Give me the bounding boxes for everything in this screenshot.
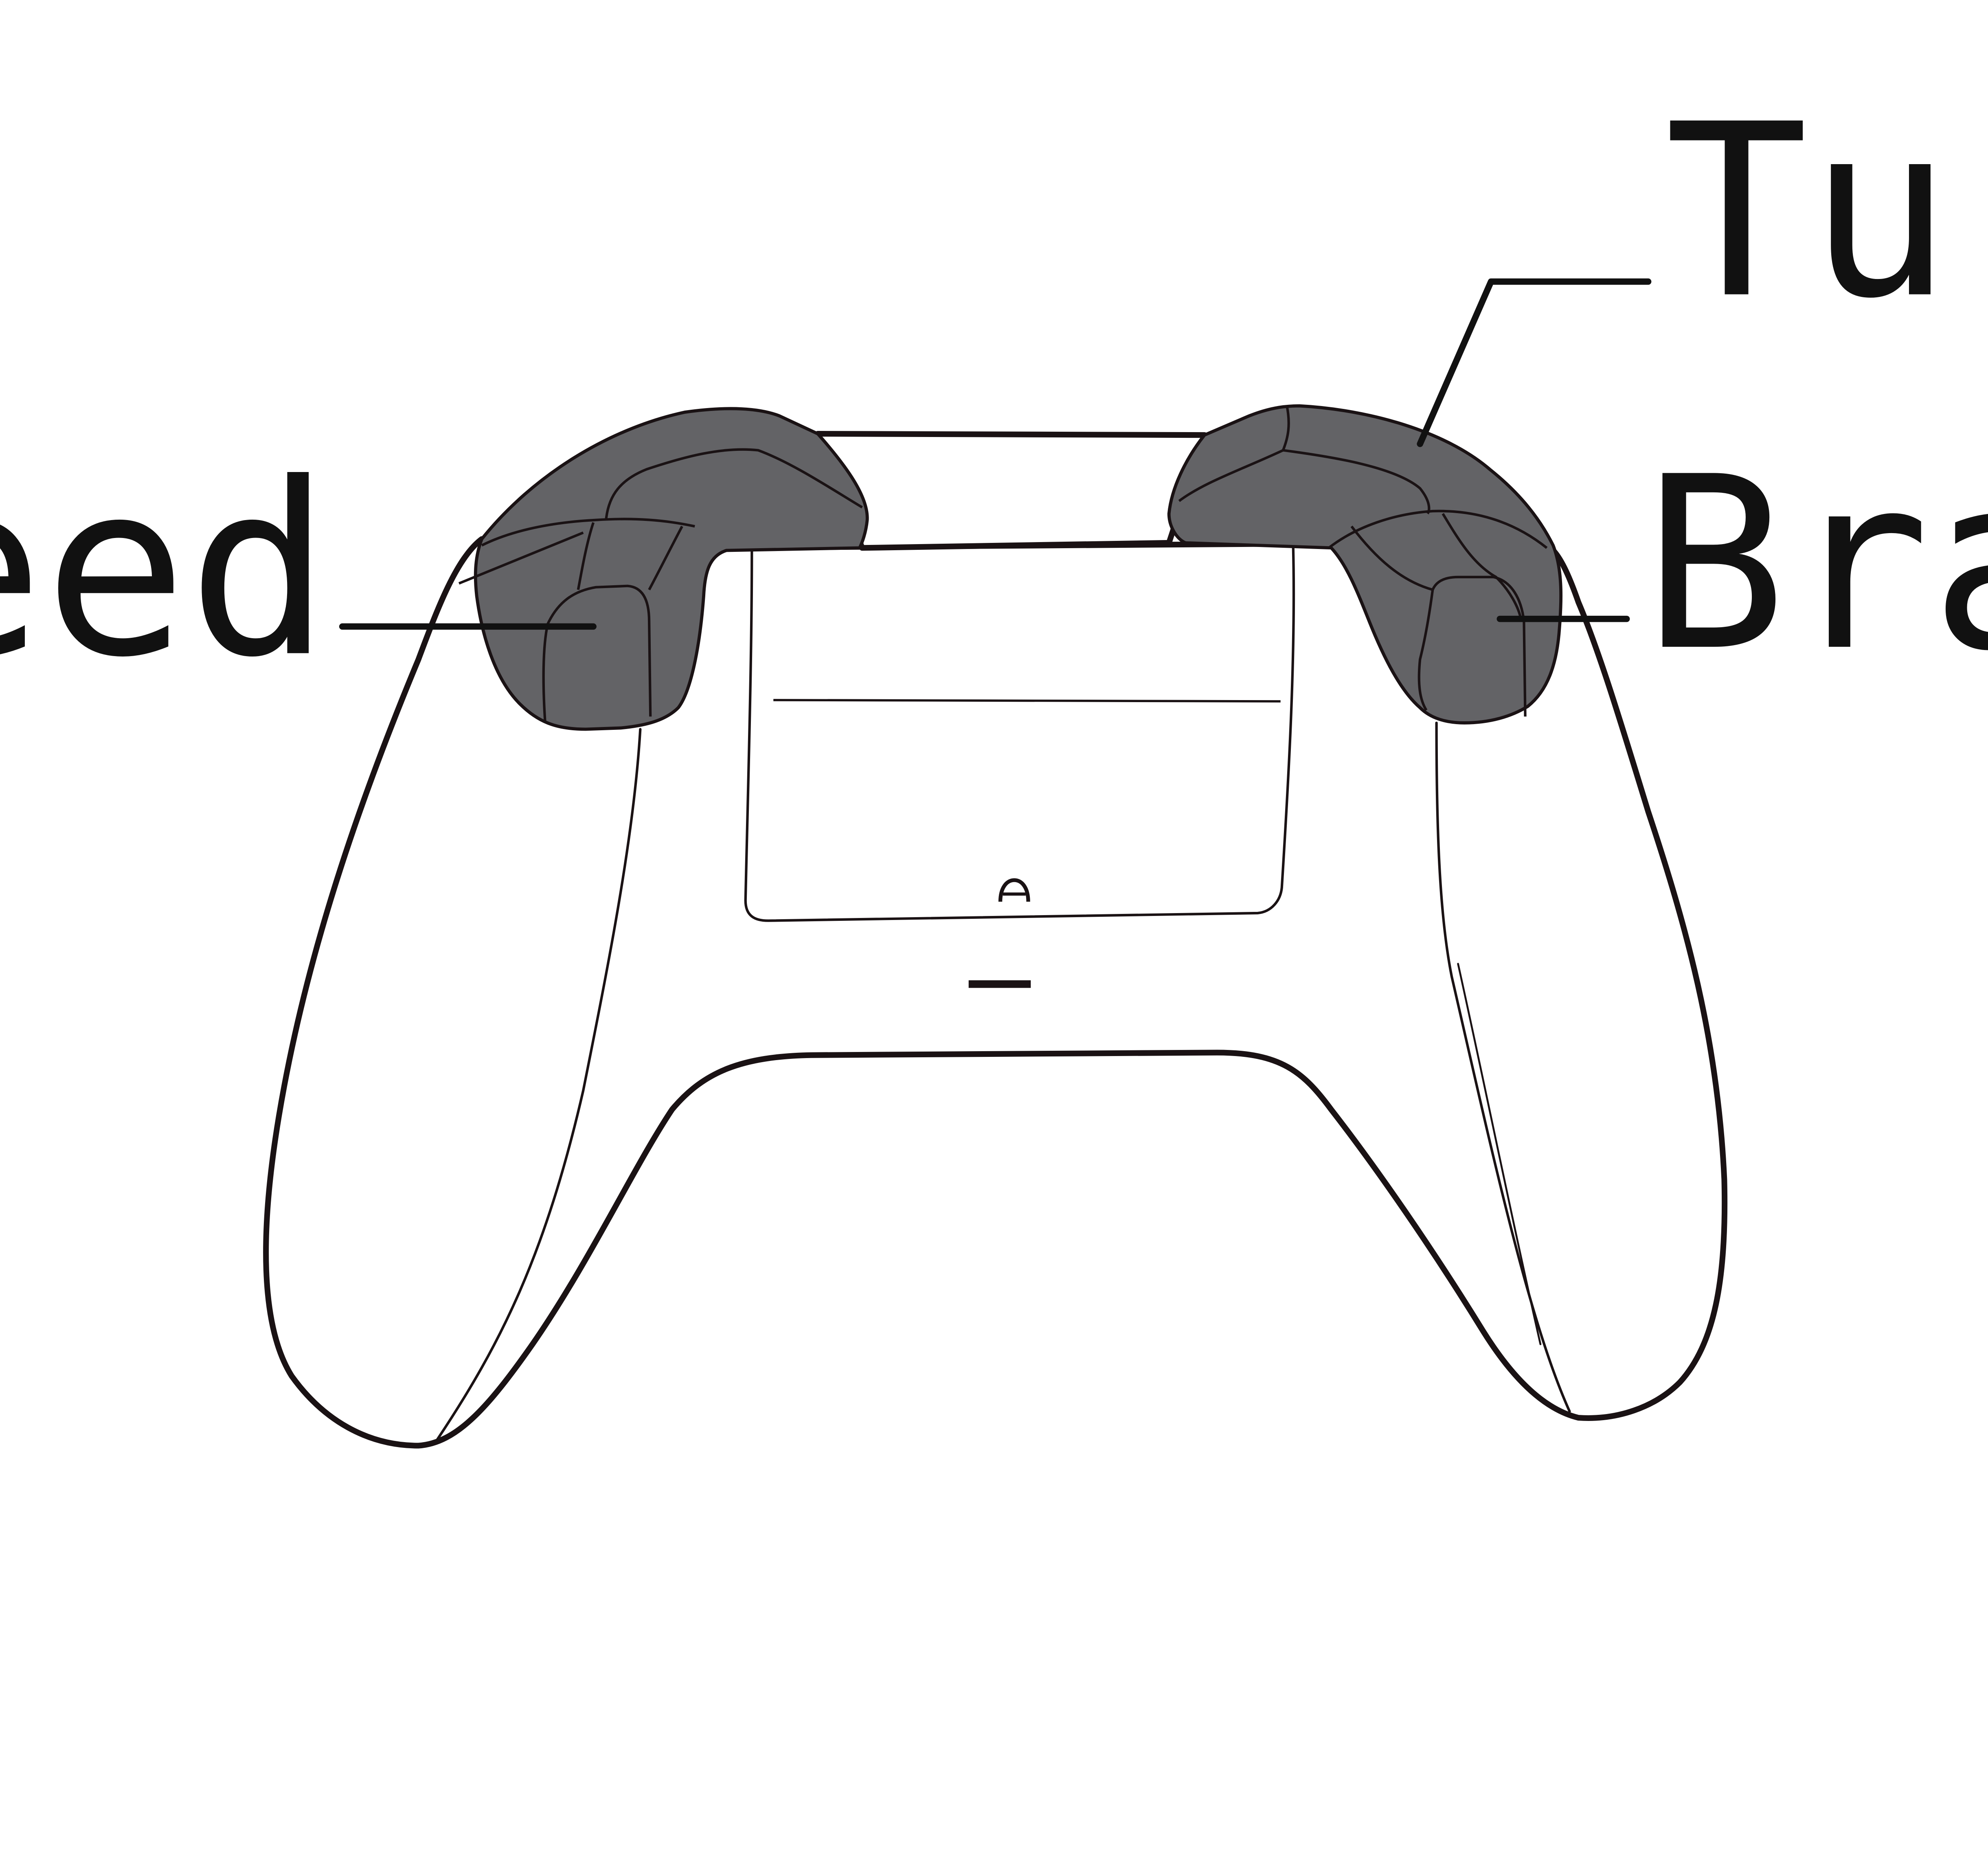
turbo-callout: Turbo: [1417, 74, 1988, 447]
right-trigger-brakes[interactable]: [1167, 404, 1563, 725]
speed-callout: Speed: [0, 433, 597, 710]
left-trigger-speed[interactable]: [458, 407, 869, 731]
turbo-leader-line: [1417, 278, 1652, 447]
speed-label: Speed: [0, 433, 331, 710]
brakes-callout: Brakes: [1496, 426, 1988, 703]
battery-door-icon: [744, 548, 1295, 922]
brakes-label: Brakes: [1643, 426, 1988, 703]
gamepad-body-icon: [263, 431, 1728, 1449]
sync-button-icon[interactable]: [968, 980, 1031, 988]
turbo-label: Turbo: [1665, 74, 1988, 351]
battery-latch-icon: [998, 878, 1030, 902]
